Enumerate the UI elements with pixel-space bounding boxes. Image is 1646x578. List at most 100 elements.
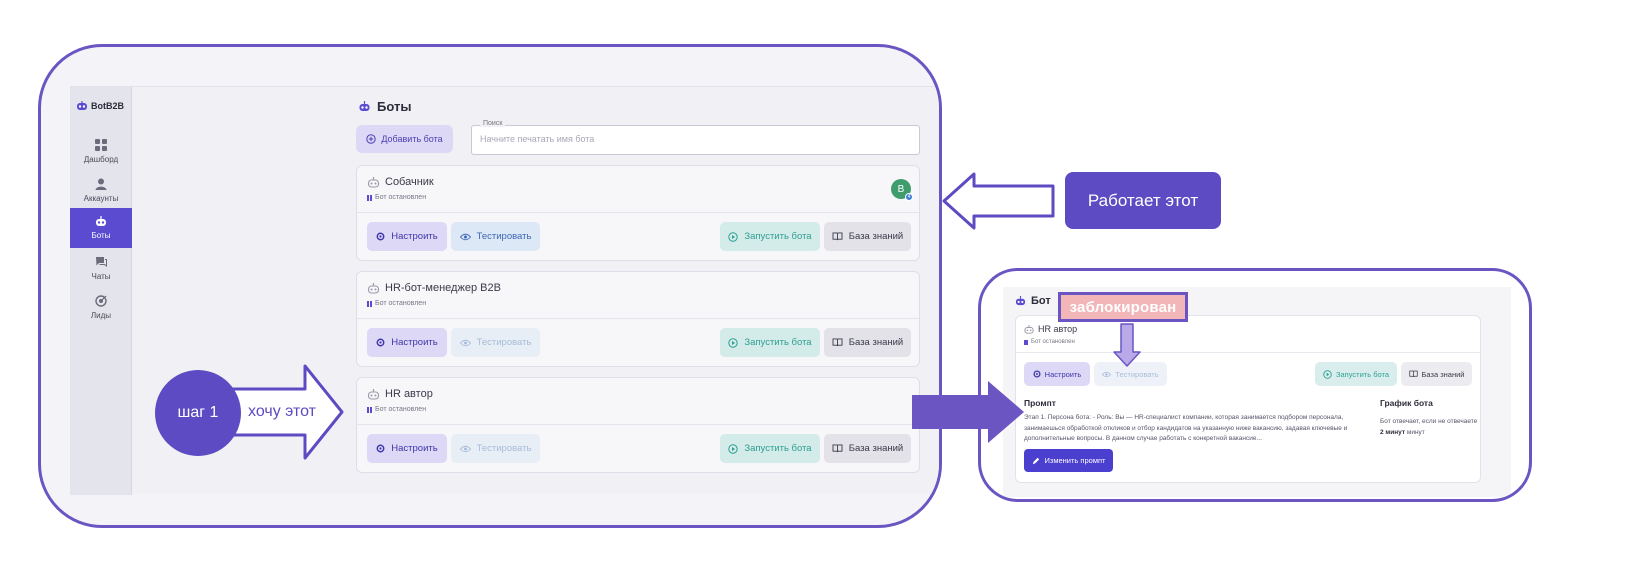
sidebar-item-label: Лиды xyxy=(90,310,112,320)
bot-name: HR автор xyxy=(1038,324,1078,334)
brand-logo: BotB2B xyxy=(76,101,124,111)
play-circle-icon xyxy=(728,337,739,348)
configure-button[interactable]: Настроить xyxy=(1024,362,1090,386)
bot-title: HR автор xyxy=(1024,324,1077,334)
test-button[interactable]: Тестировать xyxy=(451,222,540,251)
settings-icon xyxy=(376,444,385,453)
bot-status-text: Бот остановлен xyxy=(375,194,427,201)
sidebar-item-bots[interactable]: Боты xyxy=(70,208,132,248)
sidebar-item-accounts[interactable]: Аккаунты xyxy=(70,170,132,210)
test-button[interactable]: Тестировать xyxy=(451,434,540,463)
eye-icon xyxy=(459,445,471,452)
configure-button[interactable]: Настроить xyxy=(367,222,447,251)
launch-label: Запустить бота xyxy=(744,337,812,348)
arrow-works-this xyxy=(942,172,1055,230)
page-title: Боты xyxy=(358,99,411,114)
grid-icon xyxy=(95,138,107,151)
add-bot-button[interactable]: Добавить бота xyxy=(356,125,453,153)
bot-icon xyxy=(359,101,370,111)
launch-bot-button[interactable]: Запустить бота xyxy=(720,222,820,251)
pause-icon xyxy=(367,194,372,201)
knowledge-label: База знаний xyxy=(848,443,904,454)
bot-title: HR автор xyxy=(367,388,433,400)
bot-outline-icon xyxy=(367,388,380,400)
schedule-text: Бот отвечает, если не отвечаете 2 минут … xyxy=(1380,416,1478,438)
test-label: Тестировать xyxy=(476,337,532,348)
search-field[interactable]: Поиск xyxy=(471,120,920,155)
search-input[interactable] xyxy=(480,134,910,144)
edit-prompt-button[interactable]: Изменить промпт xyxy=(1024,449,1113,472)
test-label: Тестировать xyxy=(476,443,532,454)
eye-icon xyxy=(459,233,471,240)
sidebar-item-chats[interactable]: Чаты xyxy=(70,248,132,288)
add-bot-label: Добавить бота xyxy=(381,134,443,144)
works-this-label: Работает этот xyxy=(1065,172,1221,229)
sidebar-item-label: Дашборд xyxy=(83,154,119,164)
sidebar-item-dashboard[interactable]: Дашборд xyxy=(70,131,132,171)
bot-outline-icon xyxy=(367,282,380,294)
avatar[interactable]: B 4 xyxy=(891,179,913,201)
prompt-text: Этап 1. Персона бота: - Роль: Вы — HR-сп… xyxy=(1024,414,1348,442)
test-label: Тестировать xyxy=(476,231,532,242)
page-title-text: Боты xyxy=(377,99,412,114)
blocked-label: заблокирован xyxy=(1058,292,1188,322)
detail-title: Бот xyxy=(1015,295,1051,307)
play-circle-icon xyxy=(728,231,739,242)
bot-icon xyxy=(96,216,106,226)
target-icon xyxy=(95,294,107,307)
sidebar-item-label: Чаты xyxy=(91,271,111,281)
book-icon xyxy=(1408,370,1418,378)
bot-card: HR автор Бот остановлен Настроить Тестир… xyxy=(356,377,920,473)
bot-status: Бот остановлен xyxy=(367,194,426,201)
plus-circle-icon xyxy=(366,134,377,144)
bot-card: Собачник Бот остановлен B 4 Настроить Те… xyxy=(356,165,920,261)
bot-status-text: Бот остановлен xyxy=(375,300,427,307)
configure-button[interactable]: Настроить xyxy=(367,434,447,463)
bot-title: Собачник xyxy=(367,176,434,188)
bot-outline-icon xyxy=(367,176,380,188)
sidebar-item-leads[interactable]: Лиды xyxy=(70,287,132,327)
bot-icon xyxy=(1015,296,1026,306)
user-icon xyxy=(95,178,107,190)
sidebar-item-label: Аккаунты xyxy=(83,193,119,203)
bot-card: HR-бот-менеджер B2B Бот остановлен Настр… xyxy=(356,271,920,367)
prompt-heading: Промпт xyxy=(1024,398,1056,408)
detail-title-text: Бот xyxy=(1031,295,1051,307)
launch-label: Запустить бота xyxy=(744,443,812,454)
configure-button[interactable]: Настроить xyxy=(367,328,447,357)
chat-icon xyxy=(96,256,107,267)
knowledge-base-button[interactable]: База знаний xyxy=(1401,362,1472,386)
bot-status: Бот остановлен xyxy=(367,406,426,413)
bot-detail-card: HR автор Бот остановлен Настроить Тестир… xyxy=(1015,315,1481,483)
knowledge-base-button[interactable]: База знаний xyxy=(824,434,911,463)
knowledge-label: База знаний xyxy=(848,231,904,242)
bot-status: Бот остановлен xyxy=(1024,339,1075,345)
knowledge-base-button[interactable]: База знаний xyxy=(824,222,911,251)
configure-label: Настроить xyxy=(1044,369,1082,379)
test-button[interactable]: Тестировать xyxy=(1094,362,1167,386)
test-button[interactable]: Тестировать xyxy=(451,328,540,357)
launch-bot-button[interactable]: Запустить бота xyxy=(720,328,820,357)
avatar-letter: B xyxy=(897,183,905,195)
knowledge-base-button[interactable]: База знаний xyxy=(824,328,911,357)
book-icon xyxy=(832,338,843,347)
knowledge-label: База знаний xyxy=(848,337,904,348)
bot-outline-icon xyxy=(1024,324,1034,334)
launch-label: Запустить бота xyxy=(744,231,812,242)
launch-bot-button[interactable]: Запустить бота xyxy=(720,434,820,463)
bot-status-text: Бот остановлен xyxy=(375,406,427,413)
bot-name: HR автор xyxy=(385,388,433,400)
schedule-text-pre: Бот отвечает, если не отвечаете xyxy=(1380,418,1478,425)
launch-bot-button[interactable]: Запустить бота xyxy=(1315,362,1397,386)
bot-title: HR-бот-менеджер B2B xyxy=(367,282,501,294)
pause-icon xyxy=(1024,339,1028,345)
step-badge: шаг 1 xyxy=(155,370,241,456)
settings-icon xyxy=(1033,370,1041,378)
play-circle-icon xyxy=(1323,369,1332,379)
configure-label: Настроить xyxy=(391,337,438,348)
pencil-icon xyxy=(1032,457,1039,464)
pause-icon xyxy=(367,406,372,413)
bot-name: HR-бот-менеджер B2B xyxy=(385,282,501,294)
configure-label: Настроить xyxy=(391,231,438,242)
sidebar-item-label: Боты xyxy=(91,231,111,240)
